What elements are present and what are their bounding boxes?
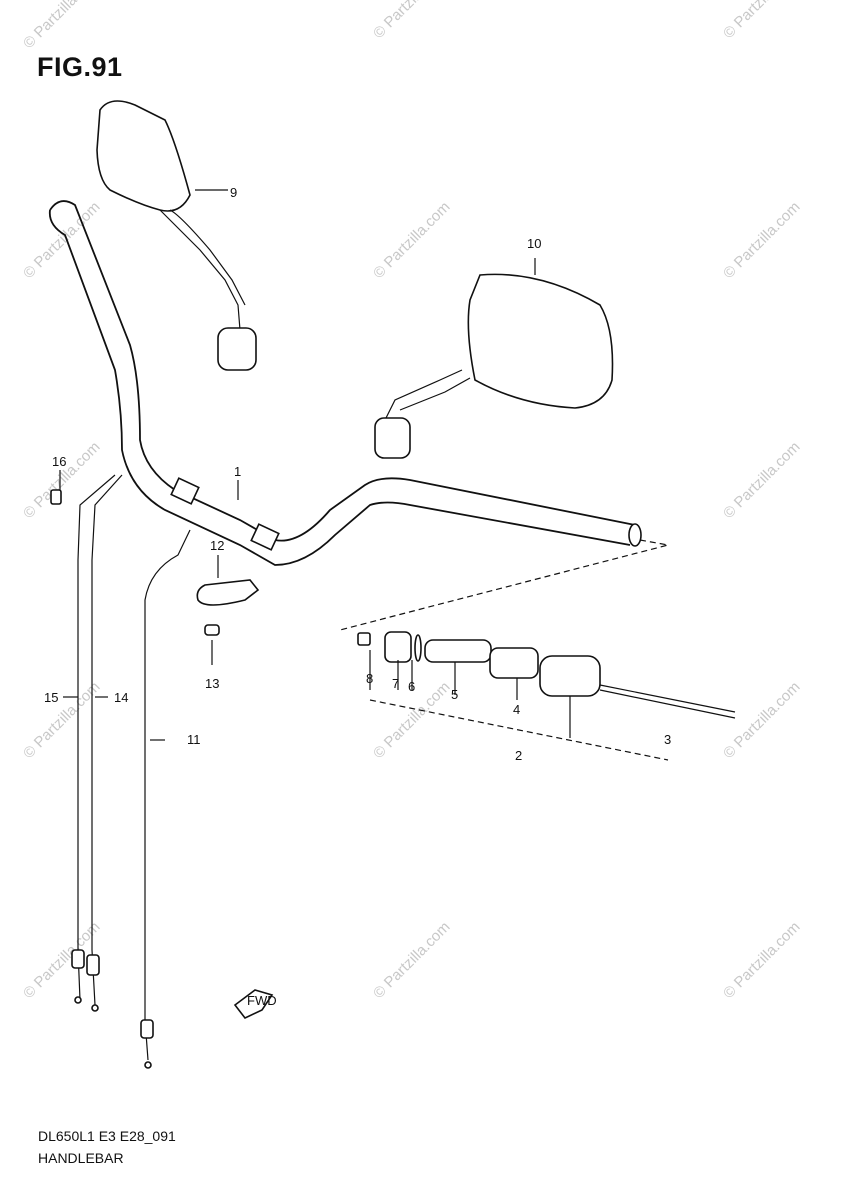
figure-title: FIG.91: [37, 52, 123, 82]
left-mirror[interactable]: [96, 100, 257, 371]
screw-16[interactable]: [50, 489, 62, 505]
right-mirror[interactable]: [374, 273, 614, 459]
callout-2: 2: [515, 748, 522, 763]
throttle-cables[interactable]: [71, 474, 123, 1012]
forward-direction-arrow: FWD: [233, 989, 277, 1019]
callout-4: 4: [513, 702, 520, 717]
callout-6: 6: [408, 679, 415, 694]
callout-11: 11: [187, 732, 201, 747]
bar-end-assembly[interactable]: [357, 631, 736, 761]
cable-guide[interactable]: [196, 579, 260, 636]
callout-14: 14: [114, 690, 128, 705]
callout-3: 3: [664, 732, 671, 747]
callout-13: 13: [205, 676, 219, 691]
callout-15: 15: [44, 690, 58, 705]
callout-5: 5: [451, 687, 458, 702]
handlebar[interactable]: [48, 200, 642, 566]
callout-leaders: [59, 189, 571, 741]
forward-label: FWD: [247, 993, 277, 1008]
callout-10: 10: [527, 236, 541, 251]
model-code: DL650L1 E3 E28_091: [38, 1128, 176, 1144]
callout-1: 1: [234, 464, 241, 479]
section-name: HANDLEBAR: [38, 1150, 124, 1166]
callout-9: 9: [230, 185, 237, 200]
callout-16: 16: [52, 454, 66, 469]
callout-12: 12: [210, 538, 224, 553]
callout-7: 7: [392, 676, 399, 691]
callout-8: 8: [366, 671, 373, 686]
clutch-cable[interactable]: [140, 529, 191, 1069]
